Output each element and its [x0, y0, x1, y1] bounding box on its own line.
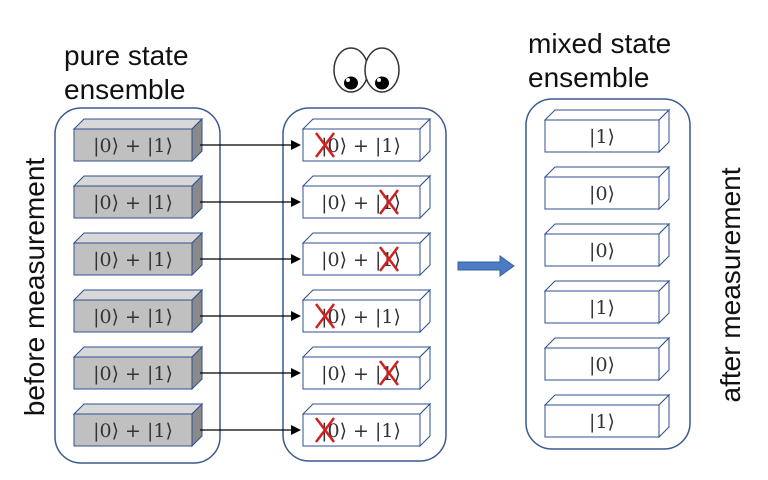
- before-measurement-label: before measurement: [19, 158, 50, 417]
- pure-state-box: |0⟩ + |1⟩: [72, 288, 204, 334]
- cross-icon: [315, 417, 335, 443]
- eyes-icon: [333, 47, 400, 93]
- measured-ensemble-container: [282, 107, 447, 462]
- mixed-state-label: |1⟩: [589, 297, 615, 319]
- pure-state-label: |0⟩ + |1⟩: [93, 249, 173, 271]
- mixed-title-line2: ensemble: [528, 62, 649, 93]
- measured-state-label: |0⟩ + |1⟩: [321, 363, 401, 385]
- pure-title-line2: ensemble: [64, 74, 185, 105]
- pure-state-box: |0⟩ + |1⟩: [72, 174, 204, 220]
- measured-state-label: |0⟩ + |1⟩: [321, 192, 401, 214]
- mixed-state-label: |0⟩: [589, 240, 615, 262]
- measured-state-label: |0⟩ + |1⟩: [321, 249, 401, 271]
- measured-state-box: |0⟩ + |1⟩: [301, 402, 432, 448]
- mixed-state-box: |0⟩: [543, 222, 671, 268]
- after-measurement-label: after measurement: [715, 167, 746, 402]
- mixed-state-box: |0⟩: [543, 165, 671, 211]
- measurement-arrow: [200, 311, 301, 321]
- mixed-state-label: |0⟩: [589, 354, 615, 376]
- pure-state-box: |0⟩ + |1⟩: [72, 117, 204, 163]
- mixed-state-label: |1⟩: [589, 126, 615, 148]
- mixed-state-label: |0⟩: [589, 183, 615, 205]
- mixed-state-box: |1⟩: [543, 108, 671, 154]
- measurement-arrow: [200, 254, 301, 264]
- measurement-arrow: [200, 140, 301, 150]
- measured-state-box: |0⟩ + |1⟩: [301, 345, 432, 391]
- mixed-state-label: |1⟩: [589, 411, 615, 433]
- measured-state-label: |0⟩ + |1⟩: [321, 135, 401, 157]
- mixed-state-box: |1⟩: [543, 393, 671, 439]
- pure-ensemble-container: [54, 107, 221, 464]
- measurement-arrow: [200, 197, 301, 207]
- mixed-ensemble-container: [525, 98, 691, 450]
- measured-state-box: |0⟩ + |1⟩: [301, 117, 432, 163]
- pure-state-box: |0⟩ + |1⟩: [72, 231, 204, 277]
- pure-state-label: |0⟩ + |1⟩: [93, 363, 173, 385]
- pure-state-box: |0⟩ + |1⟩: [72, 345, 204, 391]
- right-arrow-icon: [457, 255, 515, 277]
- measurement-arrow: [200, 368, 301, 378]
- pure-state-label: |0⟩ + |1⟩: [93, 420, 173, 442]
- measured-state-label: |0⟩ + |1⟩: [321, 306, 401, 328]
- pure-state-label: |0⟩ + |1⟩: [93, 192, 173, 214]
- cross-icon: [379, 360, 399, 386]
- cross-icon: [315, 132, 335, 158]
- measured-state-box: |0⟩ + |1⟩: [301, 231, 432, 277]
- cross-icon: [315, 303, 335, 329]
- pure-state-label: |0⟩ + |1⟩: [93, 306, 173, 328]
- cross-icon: [379, 189, 399, 215]
- mixed-state-boxes: |1⟩ |0⟩ |0⟩ |1⟩ |0⟩ |1⟩: [543, 108, 671, 439]
- pure-title-line1: pure state: [64, 40, 189, 71]
- measurement-arrows: [200, 140, 301, 435]
- measured-state-box: |0⟩ + |1⟩: [301, 288, 432, 334]
- pure-state-boxes: |0⟩ + |1⟩ |0⟩ + |1⟩ |0⟩ + |1⟩ |0⟩ + |1⟩ |0⟩ …: [72, 117, 204, 448]
- pure-state-label: |0⟩ + |1⟩: [93, 135, 173, 157]
- cross-icon: [379, 246, 399, 272]
- measured-state-label: |0⟩ + |1⟩: [321, 420, 401, 442]
- measured-state-box: |0⟩ + |1⟩: [301, 174, 432, 220]
- measurement-arrow: [200, 425, 301, 435]
- mixed-state-box: |0⟩: [543, 336, 671, 382]
- mixed-title-line1: mixed state: [528, 28, 671, 59]
- pure-state-box: |0⟩ + |1⟩: [72, 402, 204, 448]
- mixed-state-box: |1⟩: [543, 279, 671, 325]
- measured-state-boxes: |0⟩ + |1⟩ |0⟩ + |1⟩ |0⟩ + |1⟩ |0⟩ + |1⟩ |0⟩ …: [301, 117, 432, 448]
